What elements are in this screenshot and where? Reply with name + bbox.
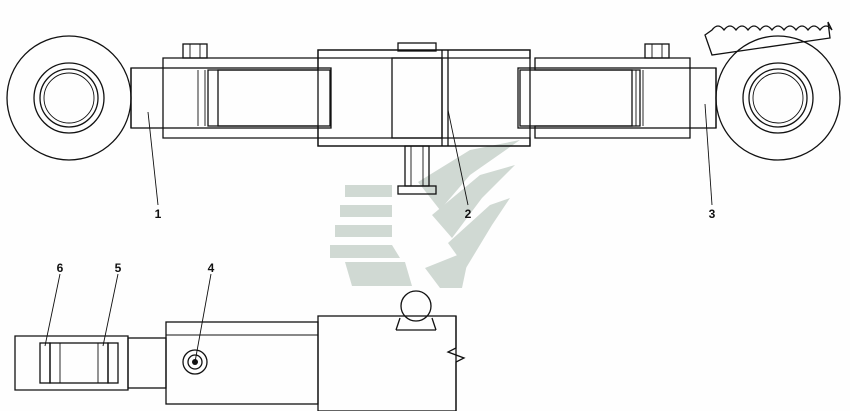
left-rod bbox=[130, 67, 332, 129]
callout-3: 3 bbox=[709, 207, 716, 221]
callout-4: 4 bbox=[208, 261, 215, 275]
watermark-logo bbox=[330, 140, 520, 288]
grease-fitting bbox=[182, 349, 208, 375]
right-rod-eye bbox=[715, 35, 841, 161]
callout-2: 2 bbox=[465, 207, 472, 221]
left-rod-eye bbox=[6, 35, 132, 161]
callout-6: 6 bbox=[57, 261, 64, 275]
right-rod bbox=[517, 67, 717, 129]
upper-assembly bbox=[6, 21, 841, 206]
callout-1: 1 bbox=[155, 207, 162, 221]
callout-5: 5 bbox=[115, 261, 122, 275]
ratchet-teeth bbox=[704, 21, 833, 56]
lower-detail-view bbox=[14, 273, 466, 411]
